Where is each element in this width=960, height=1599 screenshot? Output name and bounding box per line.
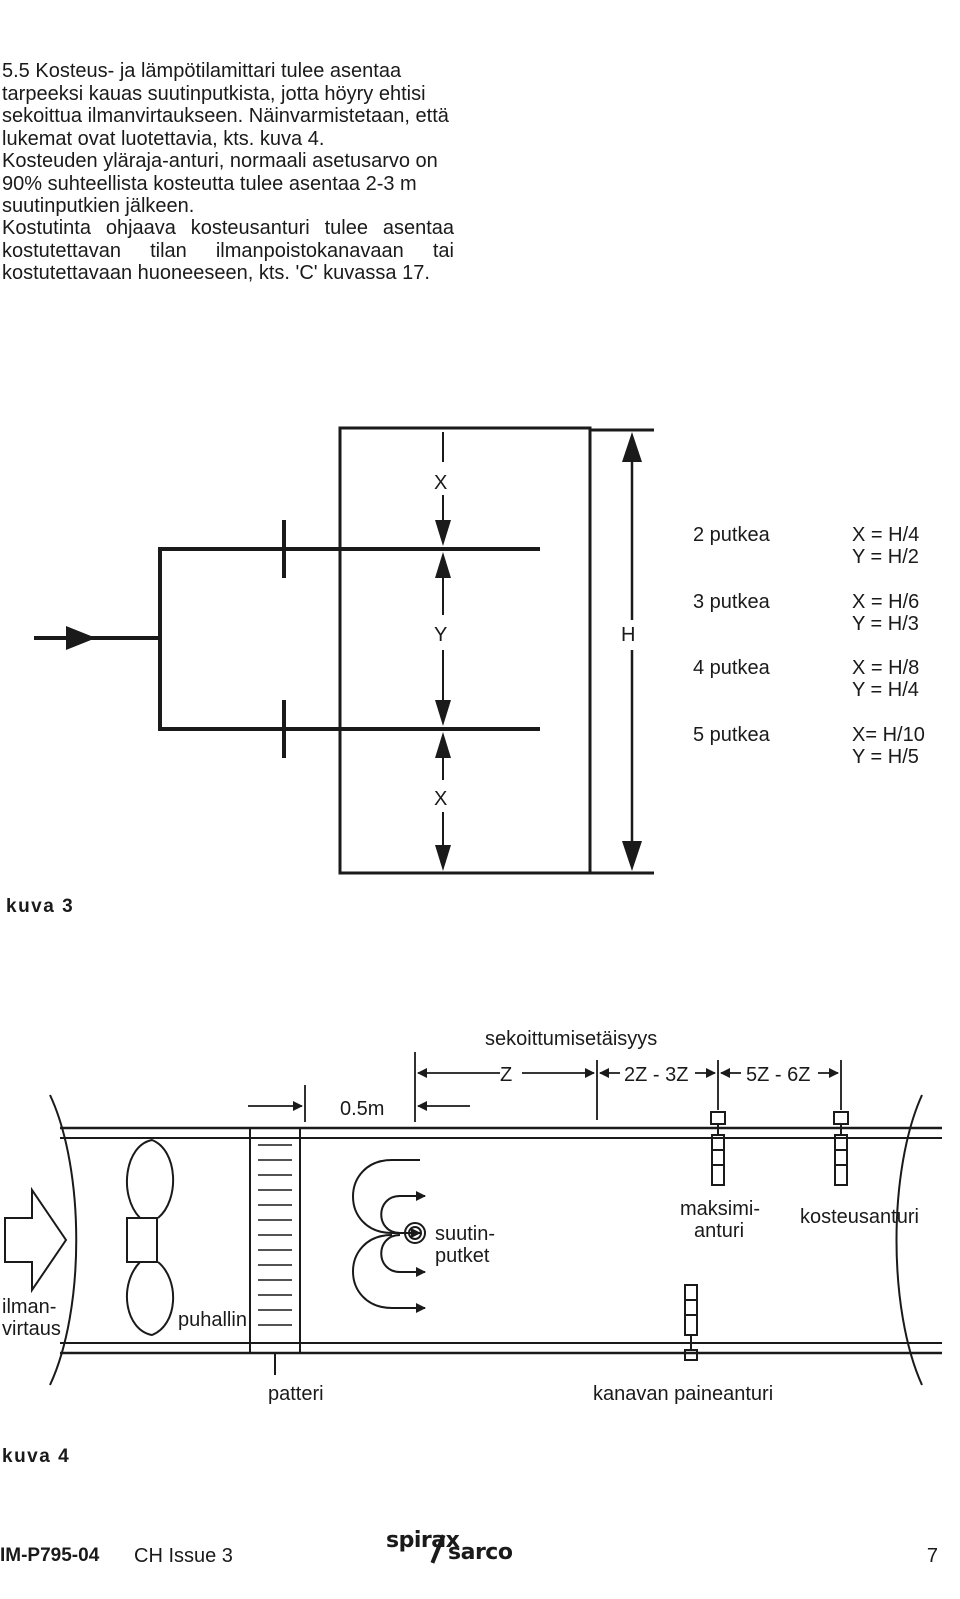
humidity-sensor-icon — [833, 1111, 849, 1186]
page-number: 7 — [926, 1545, 938, 1567]
issue-label: CH Issue 3 — [134, 1545, 233, 1567]
nozzle-icon — [404, 1222, 426, 1244]
row-y: Y = H/3 — [852, 613, 919, 635]
dim-h: H — [621, 624, 635, 646]
coil-icon — [249, 1127, 301, 1354]
row-y: Y = H/5 — [852, 746, 919, 768]
mixing-distance-label: sekoittumisetäisyys — [485, 1028, 657, 1050]
dim-x-top: X — [434, 472, 447, 494]
row-y: Y = H/4 — [852, 679, 919, 701]
max-sensor-icon — [710, 1111, 726, 1186]
figure-3-caption: kuva 3 — [6, 896, 75, 917]
dim-x-bottom: X — [434, 788, 447, 810]
dim-z: Z — [500, 1064, 512, 1086]
figure-3-diagram — [34, 426, 654, 875]
pressure-sensor-label: kanavan paineanturi — [593, 1383, 773, 1405]
logo-word: sarco — [448, 1540, 513, 1565]
pressure-sensor-icon — [684, 1284, 698, 1361]
steam-plume-icon — [352, 1159, 426, 1313]
logo-word: spirax — [386, 1528, 460, 1553]
max-sensor-label: anturi — [694, 1220, 744, 1242]
spirax-sarco-logo: spirax sarco — [386, 1528, 556, 1572]
figure-4-diagram — [4, 1052, 942, 1386]
duct-cross-section — [338, 426, 592, 875]
dim-2z-3z: 2Z - 3Z — [624, 1064, 688, 1086]
document-code: IM-P795-04 — [0, 1545, 100, 1566]
row-count: 4 putkea — [693, 657, 771, 679]
airflow-arrow-icon — [4, 1186, 68, 1294]
humidity-sensor-label: kosteusanturi — [800, 1206, 919, 1228]
dim-5z-6z: 5Z - 6Z — [746, 1064, 810, 1086]
row-count: 3 putkea — [693, 591, 771, 613]
paragraph-humidity-sensor: Kostutinta ohjaava kosteusanturi tulee a… — [2, 217, 454, 284]
paragraph-upper-limit: Kosteuden yläraja-anturi, normaali asetu… — [2, 150, 438, 217]
figure-4-caption: kuva 4 — [2, 1446, 71, 1467]
row-count: 5 putkea — [693, 724, 771, 746]
nozzle-label: putket — [435, 1245, 490, 1267]
fan-icon — [126, 1138, 175, 1219]
row-x: X= H/10 — [852, 724, 925, 746]
dim-y: Y — [434, 624, 447, 646]
coil-label: patteri — [268, 1383, 324, 1405]
row-x: X = H/8 — [852, 657, 919, 679]
paragraph-5-5: 5.5 Kosteus- ja lämpötilamittari tulee a… — [2, 60, 449, 150]
row-y: Y = H/2 — [852, 546, 919, 568]
row-x: X = H/6 — [852, 591, 919, 613]
airflow-label: ilman- — [2, 1296, 56, 1318]
fan-label: puhallin — [178, 1309, 247, 1331]
fan-hub — [126, 1217, 158, 1263]
row-x: X = H/4 — [852, 524, 919, 546]
nozzle-label: suutin- — [435, 1223, 495, 1245]
max-sensor-label: maksimi- — [680, 1198, 760, 1220]
dim-0-5m: 0.5m — [340, 1098, 384, 1120]
inlet-arrow-icon — [66, 626, 96, 650]
airflow-label: virtaus — [2, 1318, 61, 1340]
row-count: 2 putkea — [693, 524, 771, 546]
